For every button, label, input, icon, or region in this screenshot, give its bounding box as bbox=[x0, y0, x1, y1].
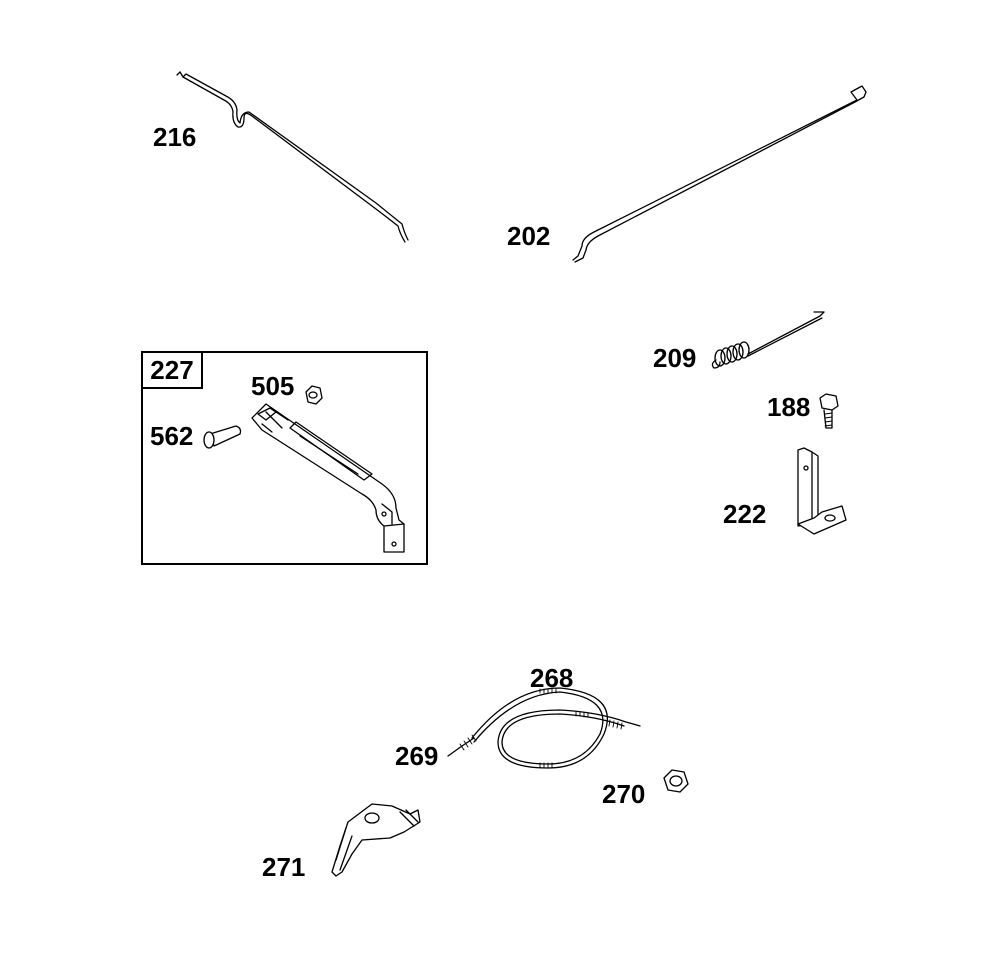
part-270-nut bbox=[663, 769, 689, 793]
kit-227-box bbox=[141, 351, 428, 565]
label-216: 216 bbox=[153, 122, 197, 152]
label-271: 271 bbox=[262, 852, 306, 882]
label-188: 188 bbox=[767, 392, 811, 422]
kit-227-tag: 227 bbox=[141, 351, 203, 389]
label-270: 270 bbox=[602, 779, 646, 809]
label-268: 268 bbox=[530, 663, 574, 693]
part-562-pin bbox=[203, 425, 242, 449]
label-562: 562 bbox=[150, 421, 194, 451]
label-209: 209 bbox=[653, 343, 697, 373]
label-222: 222 bbox=[723, 499, 767, 529]
label-269: 269 bbox=[395, 741, 439, 771]
label-505: 505 bbox=[251, 371, 295, 401]
part-216-governor-link bbox=[176, 71, 409, 243]
part-222-bracket bbox=[797, 447, 847, 535]
label-202: 202 bbox=[507, 221, 551, 251]
part-209-spring bbox=[711, 311, 825, 369]
part-271-bracket bbox=[331, 803, 421, 877]
part-505-nut bbox=[305, 385, 323, 405]
part-188-bolt bbox=[819, 393, 839, 429]
part-202-rod bbox=[572, 85, 867, 263]
part-268-cable bbox=[471, 687, 641, 769]
part-269-cable-end bbox=[447, 734, 477, 757]
part-227-bracket bbox=[251, 403, 405, 553]
